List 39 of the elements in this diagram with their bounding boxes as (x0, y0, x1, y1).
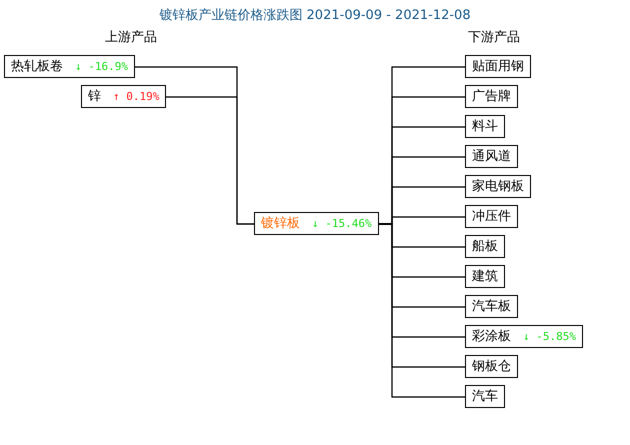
connector-line (166, 96, 254, 225)
connector-line (379, 223, 465, 398)
product-name: 汽车板 (472, 298, 511, 316)
column-heading: 下游产品 (468, 29, 520, 46)
product-box (465, 145, 518, 168)
product-box (465, 325, 583, 348)
column-heading: 上游产品 (105, 29, 157, 46)
product-name: 彩涂板 (472, 328, 511, 346)
product-box (465, 355, 518, 378)
product-box (465, 85, 518, 108)
product-name: 家电钢板 (472, 178, 524, 196)
product-box (465, 205, 518, 228)
product-box (81, 85, 166, 108)
product-box (4, 55, 135, 78)
product-name: 汽车 (472, 388, 498, 406)
price-change: ↓ -5.85% (523, 329, 576, 345)
product-name: 料斗 (472, 118, 498, 136)
chart-title: 镀锌板产业链价格涨跌图 2021-09-09 - 2021-12-08 (158, 7, 472, 24)
price-change: ↑ 0.19% (113, 89, 160, 105)
product-name: 贴面用钢 (472, 58, 524, 76)
product-box (465, 235, 505, 258)
product-box (465, 295, 518, 318)
product-box (465, 115, 505, 138)
price-change: ↓ -16.9% (75, 59, 128, 75)
product-name: 建筑 (472, 268, 498, 286)
product-box (465, 55, 531, 78)
product-name: 通风道 (472, 148, 511, 166)
product-name: 广告牌 (472, 88, 511, 106)
product-name: 热轧板卷 (11, 58, 63, 76)
product-box (465, 385, 505, 408)
product-name: 锌 (88, 88, 101, 106)
price-change: ↓ -15.46% (312, 216, 372, 232)
product-name: 镀锌板 (261, 215, 300, 233)
product-box (254, 212, 379, 235)
product-box (465, 175, 531, 198)
product-name: 钢板仓 (472, 358, 511, 376)
product-name: 冲压件 (472, 208, 511, 226)
product-name: 船板 (472, 238, 498, 256)
product-box (465, 265, 505, 288)
